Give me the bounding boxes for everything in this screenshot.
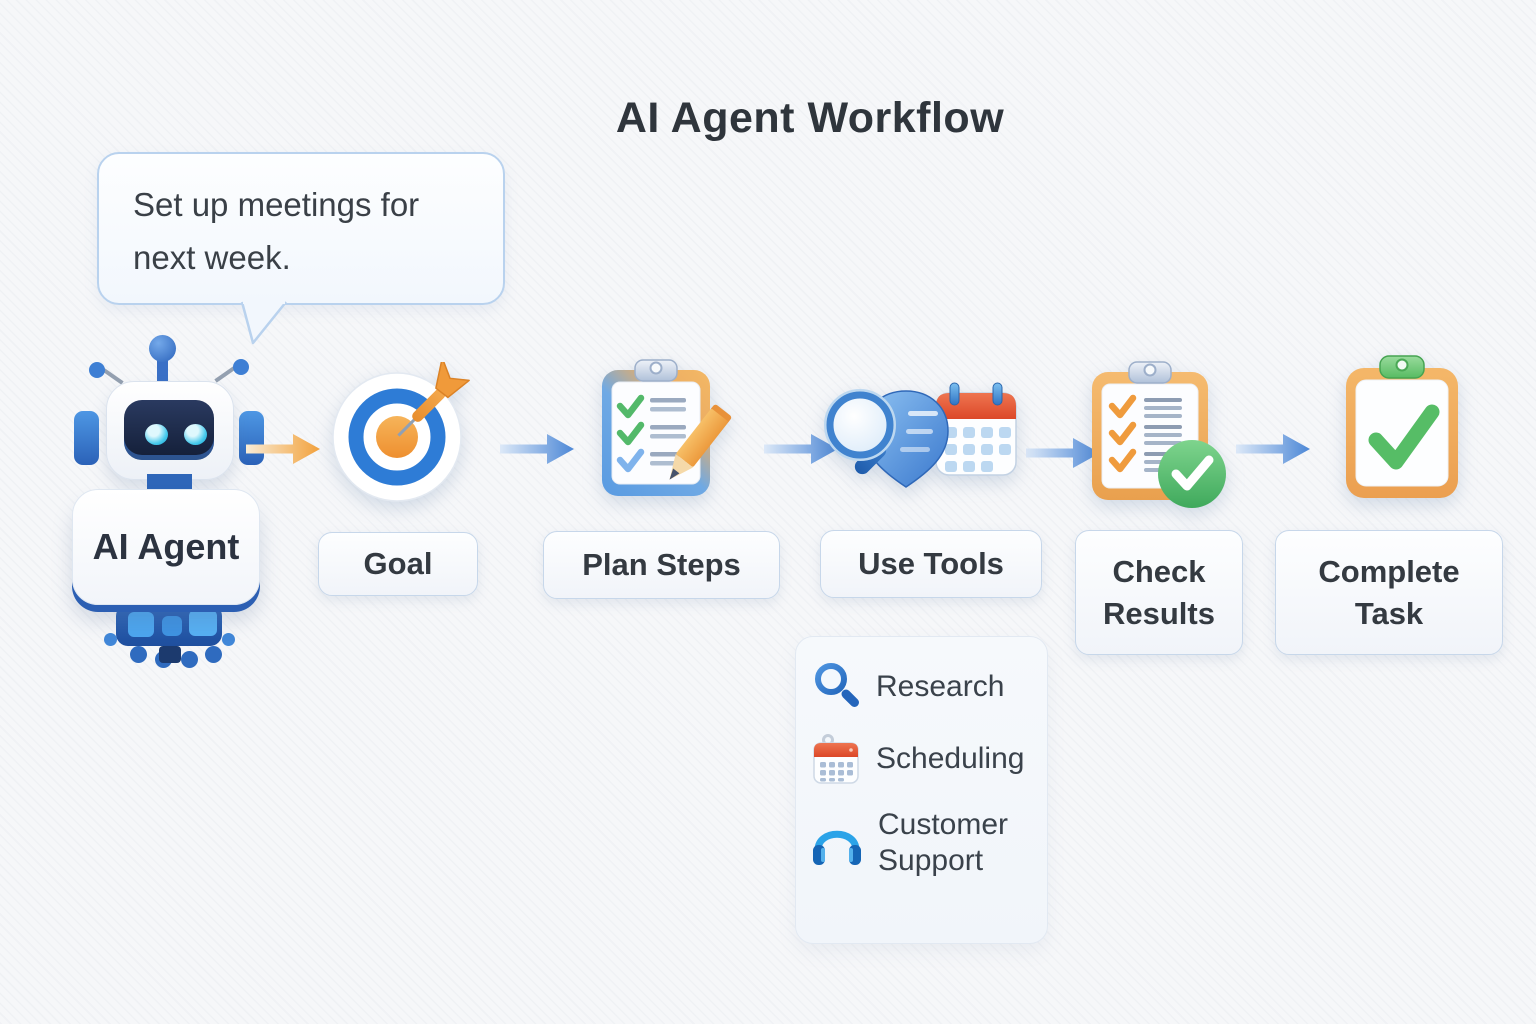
agent-label: AI Agent: [92, 526, 240, 567]
robot-eye-left: [145, 424, 168, 445]
robot-antenna-ball-right: [233, 359, 249, 375]
tools-panel: Research Scheduling: [795, 636, 1048, 944]
tool-label: Scheduling: [876, 742, 1025, 775]
headset-icon: [810, 815, 864, 871]
tool-label: Customer Support: [878, 808, 1009, 877]
speech-bubble-text: Set up meetings for next week.: [133, 186, 420, 277]
tool-item-scheduling: Scheduling: [810, 731, 1038, 787]
step-label-goal: Goal: [318, 532, 478, 596]
robot-antenna-ball: [149, 335, 176, 362]
step-label-complete-task: Complete Task: [1275, 530, 1503, 655]
step-label-text: Use Tools: [858, 546, 1004, 582]
robot-foot-panel: [162, 616, 182, 636]
robot-antenna-ball-left: [89, 362, 105, 378]
clipboard-big-check-icon: [1346, 355, 1458, 498]
tool-item-research: Research: [810, 659, 1038, 715]
step-label-text: Plan Steps: [582, 547, 741, 583]
speech-bubble-tail: [240, 301, 287, 345]
robot-eye-right: [184, 424, 207, 445]
robot-foot-panel: [128, 612, 154, 637]
agent-name-plate: AI Agent: [72, 489, 260, 605]
flow-arrow: [1026, 438, 1100, 468]
robot-foot-nub: [222, 633, 235, 646]
magnifier-shield-calendar-icon: [824, 382, 1017, 488]
speech-bubble: Set up meetings for next week.: [97, 152, 505, 305]
calendar-icon: [810, 731, 862, 787]
step-label-plan-steps: Plan Steps: [543, 531, 780, 599]
robot-foot-nub: [104, 633, 117, 646]
tool-label: Research: [876, 670, 1005, 703]
robot-toe: [205, 646, 222, 663]
flow-arrow-orange: [246, 434, 320, 464]
page-title: AI Agent Workflow: [615, 94, 1005, 142]
robot-ear-right: [239, 411, 264, 465]
flow-arrow: [1236, 434, 1310, 464]
target-dart-icon: [332, 362, 470, 502]
robot-foot-panel: [189, 610, 217, 636]
flow-arrow: [764, 434, 838, 464]
step-label-text: Goal: [363, 546, 433, 582]
robot-toe: [181, 651, 198, 668]
flow-arrow: [500, 434, 574, 464]
search-icon: [810, 659, 862, 715]
robot-ear-left: [74, 411, 99, 465]
step-label-check-results: Check Results: [1075, 530, 1243, 655]
step-label-use-tools: Use Tools: [820, 530, 1042, 598]
clipboard-verified-icon: [1092, 361, 1226, 508]
clipboard-checklist-pencil-icon: [602, 359, 732, 496]
robot-foot-center: [159, 646, 181, 663]
step-label-text: Check Results: [1103, 553, 1215, 631]
step-label-text: Complete Task: [1318, 553, 1460, 631]
tool-item-customer-support: Customer Support: [810, 807, 1038, 879]
robot-toe: [130, 646, 147, 663]
robot-antenna-stem: [157, 357, 168, 389]
